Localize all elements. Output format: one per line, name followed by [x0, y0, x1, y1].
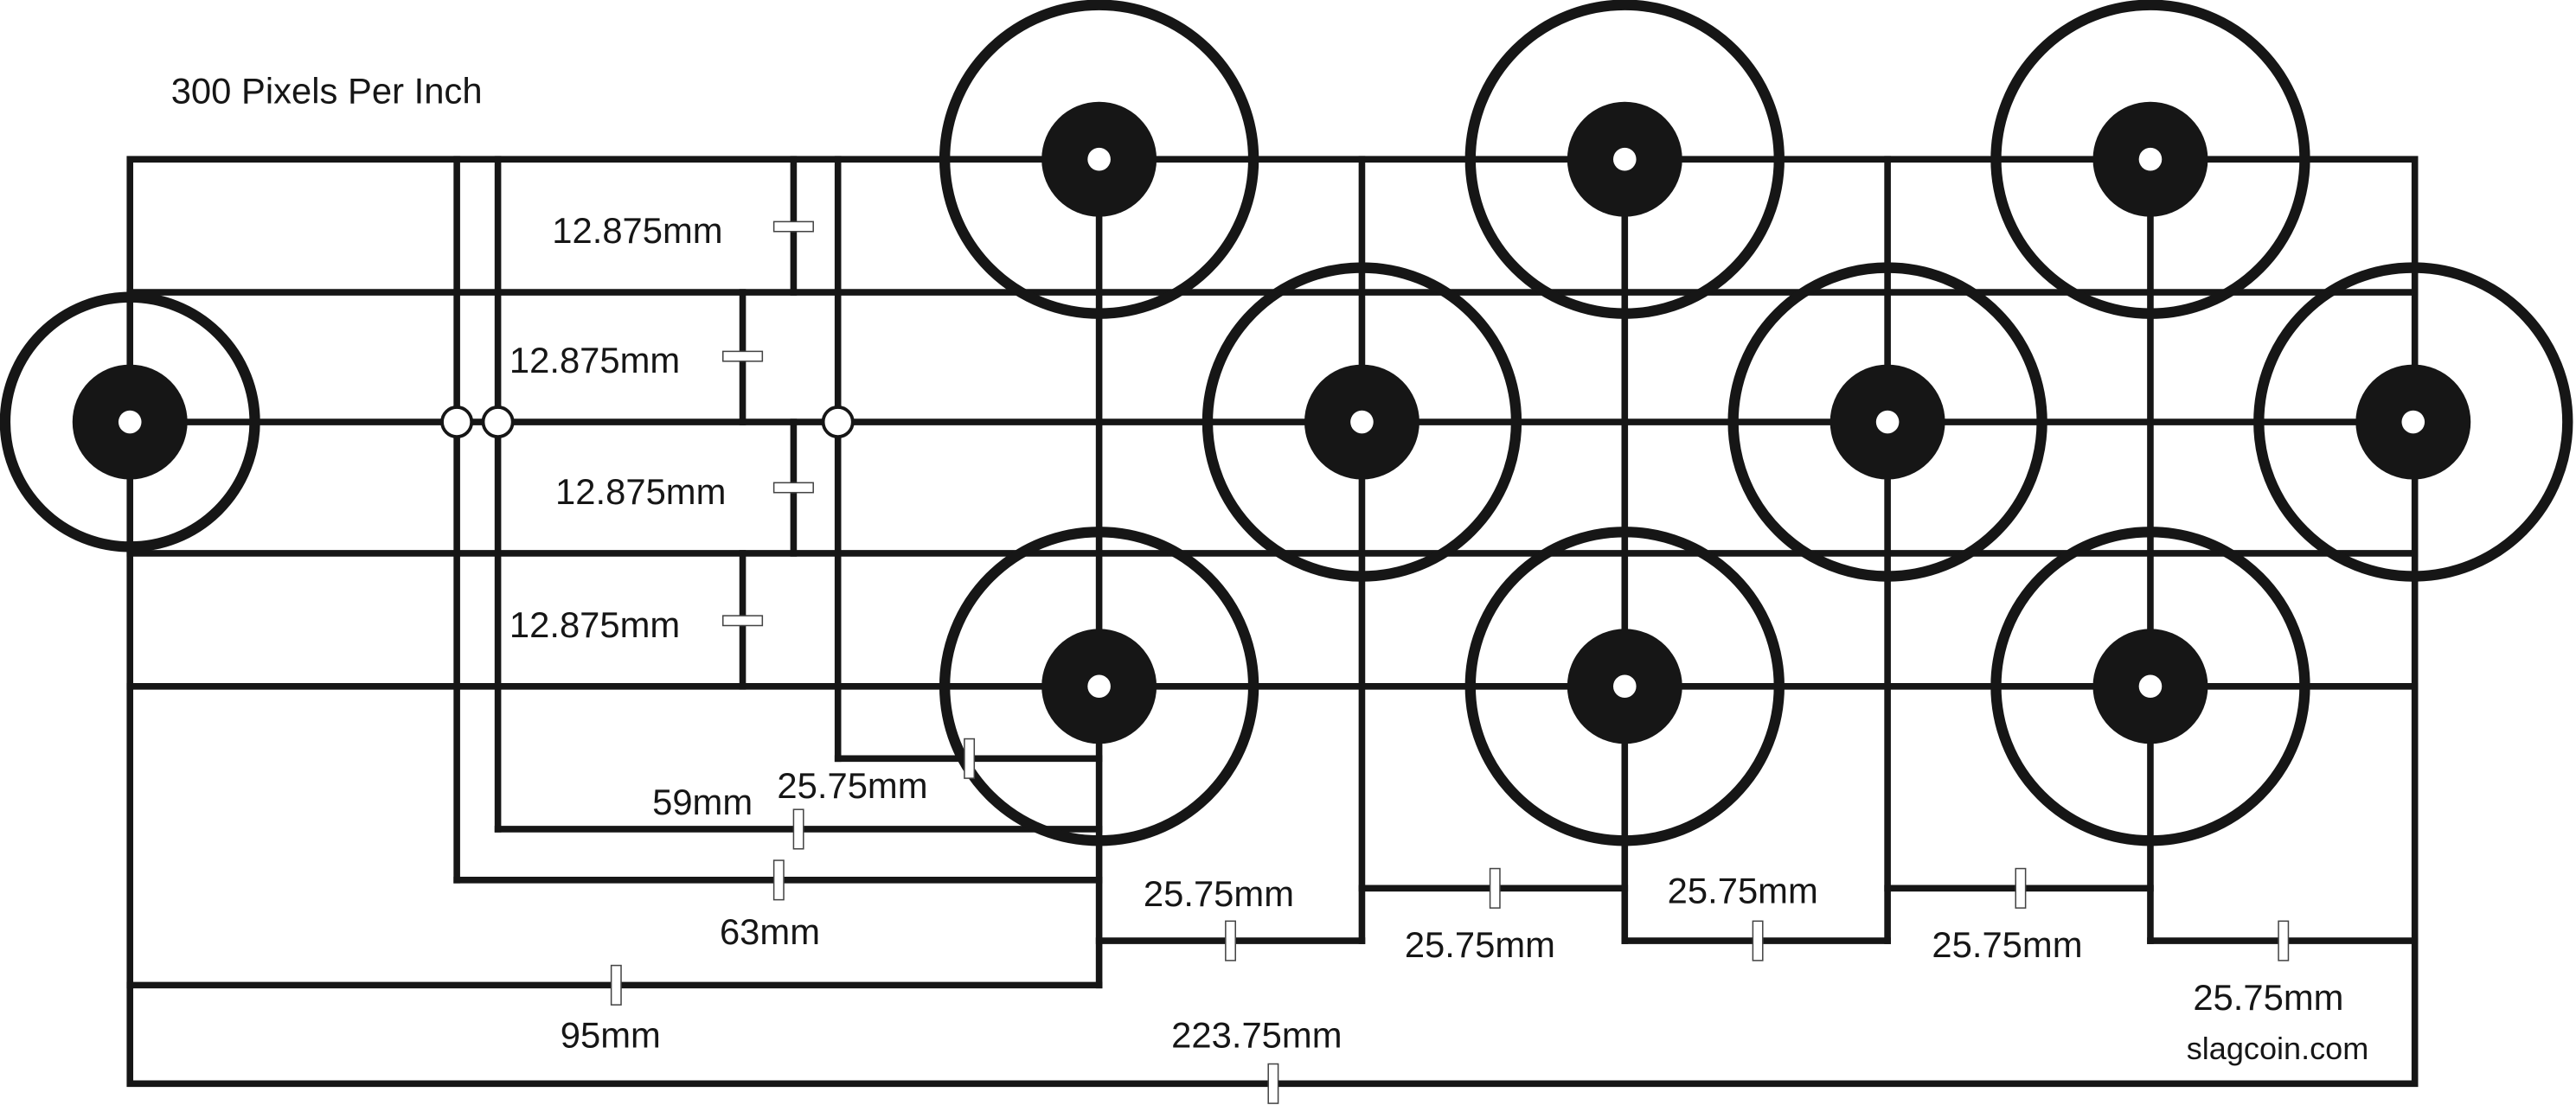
tick-marks	[610, 220, 2290, 1104]
button-bot-1	[939, 527, 1259, 846]
button-outer-ring	[1201, 262, 1522, 582]
button-center-hole	[2401, 410, 2425, 434]
dim-label: 25.75mm	[1932, 924, 2082, 965]
dim-label: 12.875mm	[552, 210, 722, 251]
button-mid-3	[2253, 262, 2573, 582]
button-outer-ring	[1727, 262, 2047, 582]
dim-label: 25.75mm	[777, 765, 927, 806]
button-center-hole	[1612, 674, 1637, 699]
button-top-1	[939, 0, 1259, 319]
button-outer-ring	[1990, 527, 2310, 846]
button-mid-2	[1727, 262, 2047, 582]
button-outer-ring	[1990, 0, 2310, 319]
dim-label: 12.875mm	[509, 604, 680, 645]
buttons	[0, 0, 2573, 846]
tick-mark	[2278, 920, 2290, 961]
junction-node	[440, 406, 474, 439]
total-width-label: 223.75mm	[1171, 1015, 1342, 1056]
tick-mark	[1489, 867, 1501, 909]
tick-mark	[772, 482, 814, 494]
button-bot-3	[1990, 527, 2310, 846]
button-bot-2	[1464, 527, 1785, 846]
button-outer-ring	[2253, 262, 2573, 582]
tick-mark	[772, 220, 814, 233]
resolution-title: 300 Pixels Per Inch	[171, 71, 483, 112]
tick-mark	[964, 738, 976, 779]
dim-label: 95mm	[561, 1015, 661, 1056]
dim-label: 12.875mm	[555, 471, 726, 512]
button-center-hole	[1875, 410, 1900, 434]
dim-label: 59mm	[652, 782, 753, 822]
button-center-hole	[2138, 147, 2163, 171]
button-outer-ring	[0, 291, 260, 552]
junction-node	[821, 406, 855, 439]
button-outer-ring	[939, 0, 1259, 319]
button-outer-ring	[939, 527, 1259, 846]
tick-mark	[1752, 920, 1764, 961]
dim-label: 25.75mm	[1405, 924, 1555, 965]
dim-label: 12.875mm	[509, 340, 680, 380]
dim-label: 25.75mm	[1668, 870, 1818, 910]
junction-node	[481, 406, 515, 439]
tick-mark	[772, 859, 785, 901]
credit-text: slagcoin.com	[2187, 1031, 2369, 1066]
button-mid-1	[1201, 262, 1522, 582]
dim-label: 25.75mm	[1144, 873, 1294, 914]
tick-mark	[721, 350, 764, 362]
labels: 300 Pixels Per Inch 12.875mm 12.875mm 12…	[171, 71, 2369, 1066]
button-stick	[0, 291, 260, 552]
button-center-hole	[2138, 674, 2163, 699]
tick-mark	[610, 964, 622, 1006]
tick-mark	[2015, 867, 2027, 909]
button-center-hole	[1087, 147, 1111, 171]
junction-nodes	[440, 406, 855, 439]
tick-mark	[721, 615, 764, 627]
button-center-hole	[1087, 674, 1111, 699]
button-top-2	[1464, 0, 1785, 319]
button-center-hole	[1612, 147, 1637, 171]
button-top-3	[1990, 0, 2310, 319]
tick-mark	[1267, 1063, 1279, 1104]
tick-mark	[792, 808, 804, 850]
button-center-hole	[1350, 410, 1374, 434]
tick-mark	[1225, 920, 1236, 961]
dim-label: 63mm	[720, 911, 820, 952]
button-outer-ring	[1464, 527, 1785, 846]
button-outer-ring	[1464, 0, 1785, 319]
button-center-hole	[118, 410, 142, 434]
dim-label: 25.75mm	[2193, 977, 2343, 1018]
